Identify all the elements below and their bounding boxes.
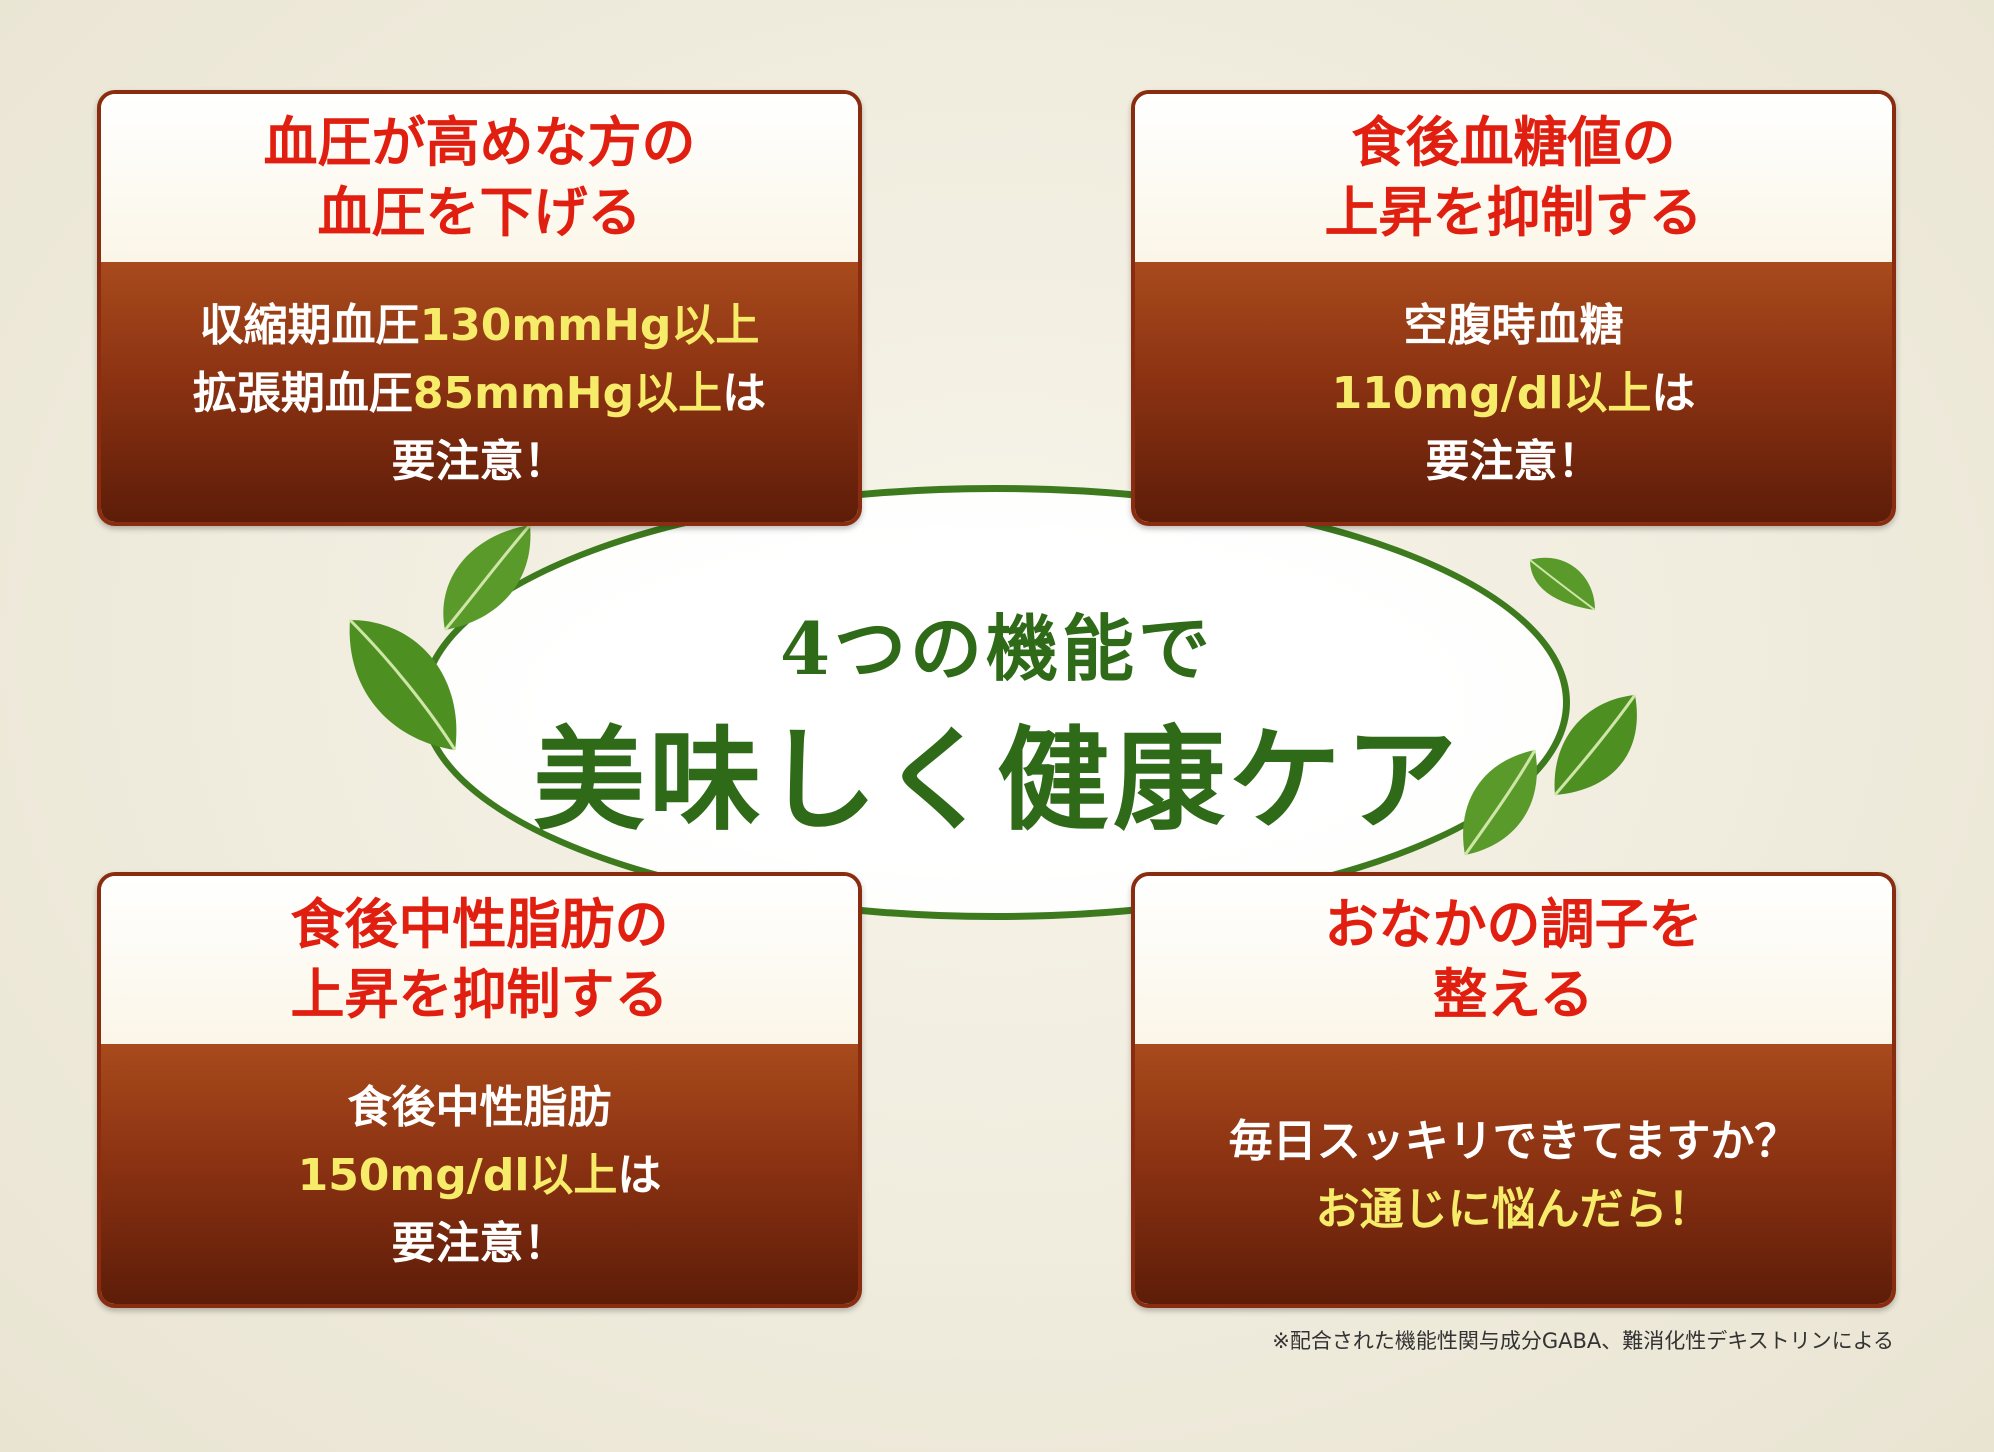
leaf-icon (1529, 557, 1596, 611)
function-card-blood-sugar: 食後血糖値の 上昇を抑制する 空腹時血糖 110mg/dl以上は 要注意！ (1131, 90, 1896, 526)
function-card-blood-pressure: 血圧が高めな方の 血圧を下げる 収縮期血圧130mmHg以上 拡張期血圧85mm… (97, 90, 862, 526)
leaf-icon (443, 524, 532, 631)
card-body: 毎日スッキリできてますか？ お通じに悩んだら！ (1135, 1044, 1892, 1304)
card-body: 食後中性脂肪 150mg/dl以上は 要注意！ (101, 1044, 858, 1304)
leaf-icon (1463, 749, 1537, 856)
function-card-intestinal: おなかの調子を 整える 毎日スッキリできてますか？ お通じに悩んだら！ (1131, 872, 1896, 1308)
card-title: おなかの調子を 整える (1135, 876, 1892, 1044)
center-title-line2: 美味しく健康ケア (533, 715, 1461, 846)
center-oval (420, 485, 1570, 920)
card-title: 血圧が高めな方の 血圧を下げる (101, 94, 858, 262)
center-title-line1: 4つの機能で (779, 606, 1215, 691)
footnote: ※配合された機能性関与成分GABA、難消化性デキストリンによる (1272, 1329, 1894, 1353)
leaf-icon (348, 618, 457, 751)
card-title: 食後中性脂肪の 上昇を抑制する (101, 876, 858, 1044)
card-body: 空腹時血糖 110mg/dl以上は 要注意！ (1135, 262, 1892, 522)
card-body: 収縮期血圧130mmHg以上 拡張期血圧85mmHg以上は 要注意！ (101, 262, 858, 522)
card-title: 食後血糖値の 上昇を抑制する (1135, 94, 1892, 262)
leaf-icon (1553, 694, 1637, 796)
function-card-triglyceride: 食後中性脂肪の 上昇を抑制する 食後中性脂肪 150mg/dl以上は 要注意！ (97, 872, 862, 1308)
